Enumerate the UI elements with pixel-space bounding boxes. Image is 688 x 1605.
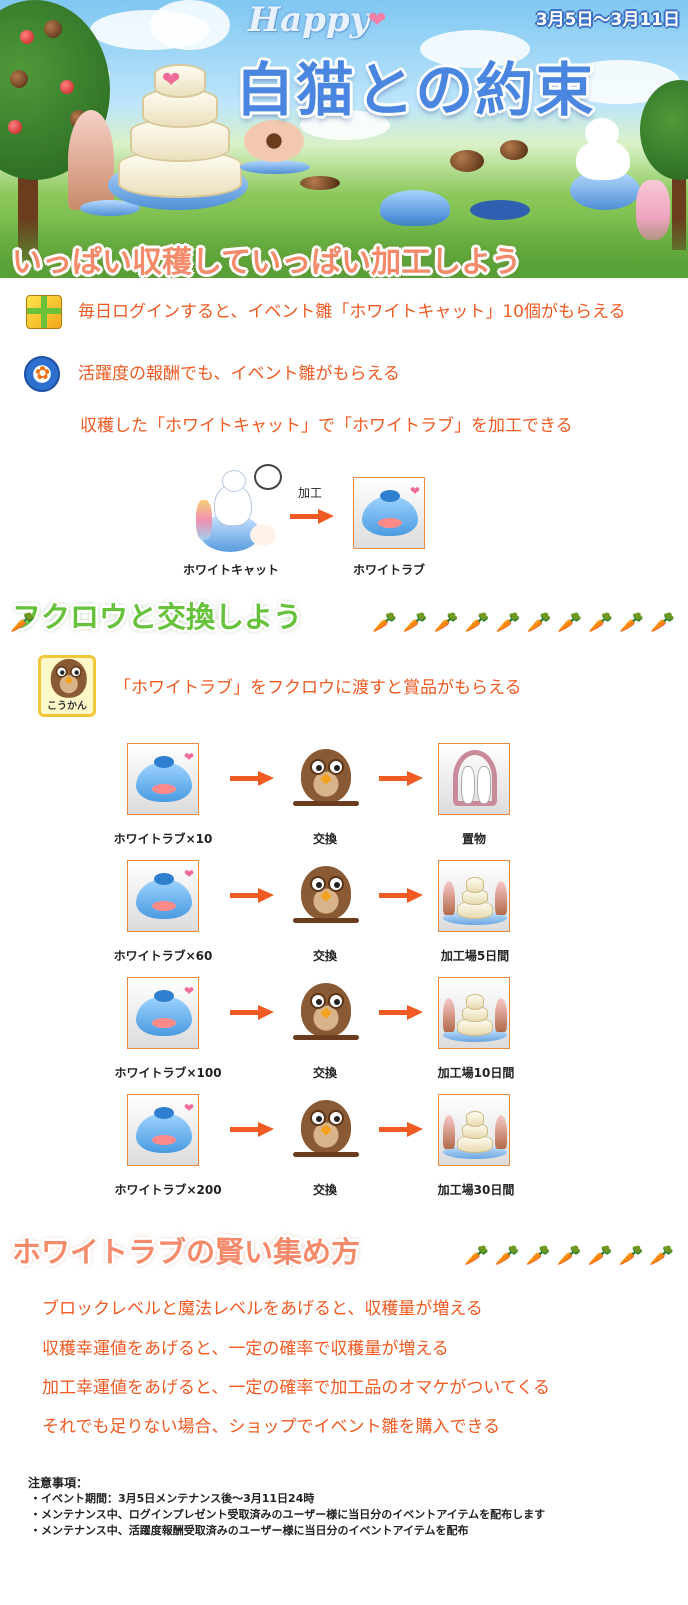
white-love-item-box: ❤ [127,743,199,815]
owl-icon [45,656,87,698]
heart-box-icon [136,990,192,1036]
heart-icon: ❤ [184,867,195,881]
owl-icon [293,979,359,1045]
note-item: ・メンテナンス中、活躍度報酬受取済みのユーザー様に当日分のイベントアイテムを配布 [30,1524,469,1537]
white-love-item-box: ❤ [127,860,199,932]
carrot-icon: 🥕🥕🥕🥕🥕🥕🥕 [464,1243,681,1267]
white-love-label: ホワイトラブ [352,563,425,577]
exchange-reward-label: 加工場10日間 [437,1066,515,1080]
arrow-right-icon [230,888,274,903]
factory-reward-box [438,1094,510,1166]
exchange-action-label: 交換 [312,1183,337,1197]
carrot-icon: 🥕🥕🥕🥕🥕🥕🥕🥕🥕🥕🥕 [372,610,682,634]
heart-icon: ❤ [368,8,387,33]
white-cat-label: ホワイトキャット [182,563,279,577]
medal-flower-icon: ✿ [24,356,60,392]
process-info-text: 収穫した「ホワイトキャット」で「ホワイトラブ」を加工できる [80,416,573,436]
arrow-right-icon [379,1005,423,1020]
heart-box-icon [136,1107,192,1153]
white-love-item-box: ❤ [127,1094,199,1166]
arrow-right-icon [230,1122,274,1137]
factory-reward-box [438,977,510,1049]
exchange-reward-label: 置物 [461,832,486,846]
tip-item: ブロックレベルと魔法レベルをあげると、収穫量が増える [42,1299,483,1319]
exchange-action-label: 交換 [312,832,337,846]
event-date-range: 3月5日〜3月11日 [535,10,680,30]
event-title: 白猫との約束 [236,56,596,124]
activity-reward-text: 活躍度の報酬でも、イベント雛がもらえる [78,364,400,384]
arrow-right-icon [379,888,423,903]
login-reward-text: 毎日ログインすると、イベント雛「ホワイトキャット」10個がもらえる [78,302,626,322]
heart-icon: ❤ [410,484,421,498]
note-item: ・イベント期間：3月5日メンテナンス後〜3月11日24時 [30,1492,315,1505]
exchange-cost-label: ホワイトラブ×200 [114,1183,222,1197]
tip-item: 加工幸運値をあげると、一定の確率で加工品のオマケがついてくる [42,1378,550,1398]
heart-icon: ❤ [184,984,195,998]
heart-icon: ❤ [162,68,181,93]
arrow-right-icon [379,1122,423,1137]
heart-box-icon [136,873,192,919]
owl-icon [293,745,359,811]
tip-item: それでも足りない場合、ショップでイベント雛を購入できる [42,1417,501,1437]
figurine-reward-box [438,743,510,815]
factory-reward-box [438,860,510,932]
owl-icon [293,862,359,928]
heart-icon: ❤ [184,750,195,764]
exchange-cost-label: ホワイトラブ×60 [113,949,213,963]
event-banner: ❤ [0,0,688,278]
white-love-item-box: ❤ [127,977,199,1049]
carrot-icon: 🥕 [10,610,40,634]
note-item: ・メンテナンス中、ログインプレゼント受取済みのユーザー様に当日分のイベントアイテ… [30,1508,546,1521]
owl-exchange-description: 「ホワイトラブ」をフクロウに渡すと賞品がもらえる [114,678,522,698]
heart-box-icon [362,490,418,536]
exchange-cost-label: ホワイトラブ×100 [114,1066,222,1080]
arrow-right-icon [379,771,423,786]
exchange-cost-label: ホワイトラブ×10 [113,832,213,846]
owl-exchange-badge [38,655,96,717]
white-love-item-box: ❤ [353,477,425,549]
arrow-right-icon [230,1005,274,1020]
notes-title: 注意事項： [28,1476,89,1490]
happy-text: Happy [248,0,370,40]
exchange-reward-label: 加工場30日間 [437,1183,515,1197]
owl-badge-label: こうかん [47,701,87,712]
section-title-harvest: いっぱい収穫していっぱい加工しよう [12,245,522,280]
owl-icon [293,1096,359,1162]
exchange-action-label: 交換 [312,1066,337,1080]
section-title-owl-exchange: フクロウと交換しよう [12,600,303,634]
exchange-action-label: 交換 [312,949,337,963]
arrow-right-icon [230,771,274,786]
heart-box-icon [136,756,192,802]
white-cat-item-image [196,464,282,556]
heart-icon: ❤ [184,1101,195,1115]
gift-box-icon [26,295,62,329]
exchange-reward-label: 加工場5日間 [440,949,510,963]
arrow-right-icon [290,509,334,524]
process-label: 加工 [297,486,322,500]
tip-item: 収穫幸運値をあげると、一定の確率で収穫量が増える [42,1339,449,1359]
section-title-collect-tips: ホワイトラブの賢い集め方 [12,1235,361,1269]
